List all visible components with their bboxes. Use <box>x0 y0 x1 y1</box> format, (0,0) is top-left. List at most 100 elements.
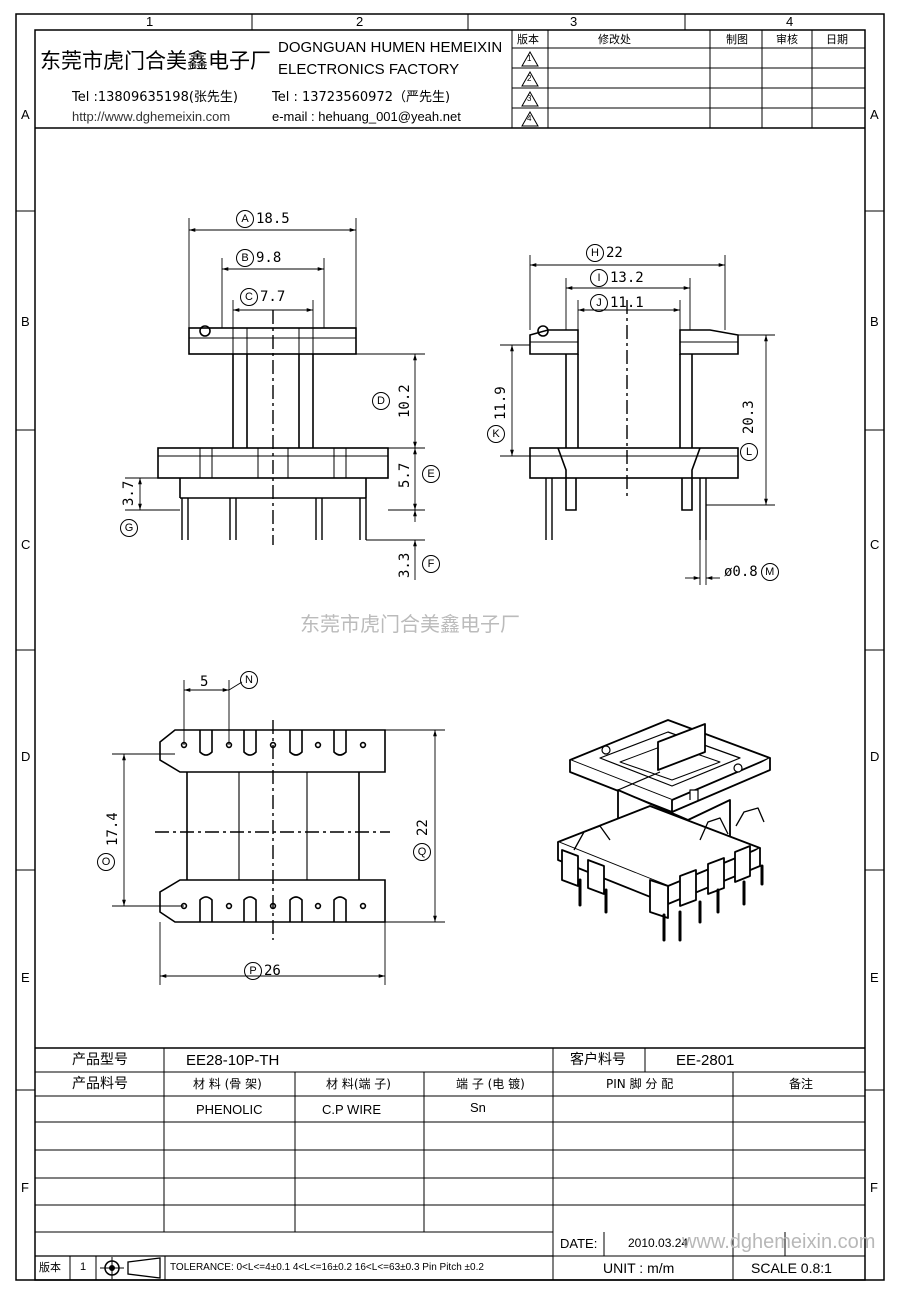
revision-header-version: 版本 <box>517 33 539 46</box>
dim-l-label: L <box>740 442 758 461</box>
dim-h-circle: H <box>586 244 604 262</box>
dim-k-value: 11.9 <box>493 386 509 420</box>
dim-a-label: A 18.5 <box>236 210 290 228</box>
grid-col-1: 1 <box>146 14 154 29</box>
customer-part-value: EE-2801 <box>676 1052 735 1069</box>
dim-e-value: 5.7 <box>397 462 413 488</box>
dim-b-circle: B <box>236 249 254 267</box>
dim-e-circle: E <box>422 465 440 483</box>
dim-h-value: 22 <box>606 245 623 261</box>
col-remark: 备注 <box>789 1077 814 1091</box>
dim-p-label: P 26 <box>244 962 281 980</box>
version-label: 版本 <box>39 1261 61 1274</box>
dim-m-circle: M <box>760 563 779 581</box>
company-name-en-1: DOGNGUAN HUMEN HEMEIXIN <box>278 39 503 56</box>
dim-p-value: 26 <box>264 963 281 979</box>
dim-j-circle: J <box>590 294 608 312</box>
customer-part-label: 客户料号 <box>570 1052 626 1068</box>
isometric-view <box>557 719 771 942</box>
revision-header-date: 日期 <box>826 33 848 46</box>
dim-m-value: ø0.8 <box>724 564 758 580</box>
dim-n-label: N <box>240 670 258 689</box>
revision-row-3: 3 <box>527 94 532 103</box>
col-pin-plating: 端 子 (电 镀) <box>456 1077 525 1091</box>
version-value: 1 <box>80 1261 87 1273</box>
grid-row-d-left: D <box>21 749 31 764</box>
grid-row-c-right: C <box>870 537 880 552</box>
grid-row-e-right: E <box>870 970 879 985</box>
revision-header-review: 审核 <box>776 33 798 46</box>
plating-value: Sn <box>470 1100 486 1115</box>
bottom-view-dimensions <box>112 680 445 985</box>
dim-j-value: 11.1 <box>610 295 644 311</box>
date-label: DATE: <box>560 1236 598 1251</box>
front-view <box>157 310 389 545</box>
dim-c-label: C 7.7 <box>240 288 285 306</box>
dim-g-value: 3.7 <box>121 480 137 506</box>
scale-text: SCALE 0.8:1 <box>751 1260 832 1276</box>
product-model-value: EE28-10P-TH <box>186 1052 280 1069</box>
dim-f-label: F <box>422 554 440 573</box>
dim-p-circle: P <box>244 962 262 980</box>
header-lines <box>35 30 865 129</box>
dim-m-label: ø0.8 M <box>724 563 779 581</box>
dim-c-circle: C <box>240 288 258 306</box>
company-tel-1: Tel :13809635198(张先生) <box>72 90 238 105</box>
dim-f-circle: F <box>422 555 440 573</box>
col-pin-assign: PIN 脚 分 配 <box>606 1077 674 1091</box>
grid-col-3: 3 <box>570 14 578 29</box>
dim-k-label: K <box>487 424 505 443</box>
overlay-watermark: www.dghemeixin.com <box>682 1231 876 1253</box>
side-view-dimensions <box>500 255 775 585</box>
revision-header-change: 修改处 <box>598 33 631 46</box>
col-material-frame: 材 料 (骨 架) <box>193 1077 262 1091</box>
grid-col-2: 2 <box>356 14 364 29</box>
tolerance-text: TOLERANCE: 0<L<=4±0.1 4<L<=16±0.2 16<L<=… <box>170 1262 484 1273</box>
dim-n-circle: N <box>240 671 258 689</box>
watermark-text: 东莞市虎门合美鑫电子厂 <box>300 612 520 636</box>
grid-row-b-left: B <box>21 314 30 329</box>
drawing-frame <box>15 13 885 1281</box>
dim-g-label: G <box>120 518 138 537</box>
dim-a-value: 18.5 <box>256 211 290 227</box>
grid-row-a-right: A <box>870 107 879 122</box>
dim-o-value: 17.4 <box>105 812 121 846</box>
dim-e-label: E <box>422 464 440 483</box>
front-view-dimensions <box>125 218 425 580</box>
bottom-view <box>155 720 390 940</box>
company-website[interactable]: http://www.dghemeixin.com <box>72 109 231 124</box>
dim-h-label: H 22 <box>586 244 623 262</box>
dim-j-label: J 11.1 <box>590 294 644 312</box>
unit-text: UNIT : m/m <box>603 1260 675 1276</box>
date-value: 2010.03.24 <box>628 1236 689 1250</box>
revision-row-1: 1 <box>527 54 532 63</box>
dim-o-label: O <box>97 852 115 871</box>
grid-row-a-left: A <box>21 107 30 122</box>
grid-col-4: 4 <box>786 14 794 29</box>
dim-d-value: 10.2 <box>397 384 413 418</box>
dim-f-value: 3.3 <box>397 552 413 578</box>
grid-row-f-left: F <box>21 1180 29 1195</box>
dim-l-value: 20.3 <box>741 400 757 434</box>
dim-d-label: D <box>372 391 390 410</box>
dim-i-value: 13.2 <box>610 270 644 286</box>
company-email[interactable]: e-mail : hehuang_001@yeah.net <box>272 109 461 124</box>
material-pin-value: C.P WIRE <box>322 1102 381 1117</box>
grid-row-b-right: B <box>870 314 879 329</box>
col-material-pin: 材 料(端 子) <box>326 1077 391 1091</box>
dim-q-circle: Q <box>413 843 431 861</box>
dim-q-value: 22 <box>415 819 431 836</box>
product-part-label: 产品料号 <box>72 1076 128 1092</box>
dim-b-value: 9.8 <box>256 250 282 266</box>
revision-row-2: 2 <box>527 74 532 83</box>
dim-q-label: Q <box>413 842 431 861</box>
dim-d-circle: D <box>372 392 390 410</box>
company-name-cn: 东莞市虎门合美鑫电子厂 <box>40 49 271 73</box>
company-tel-2: Tel : 13723560972（严先生) <box>272 90 451 105</box>
product-model-label: 产品型号 <box>72 1052 128 1068</box>
dim-c-value: 7.7 <box>260 289 286 305</box>
grid-row-c-left: C <box>21 537 31 552</box>
grid-row-f-right: F <box>870 1180 878 1195</box>
material-frame-value: PHENOLIC <box>196 1102 263 1117</box>
